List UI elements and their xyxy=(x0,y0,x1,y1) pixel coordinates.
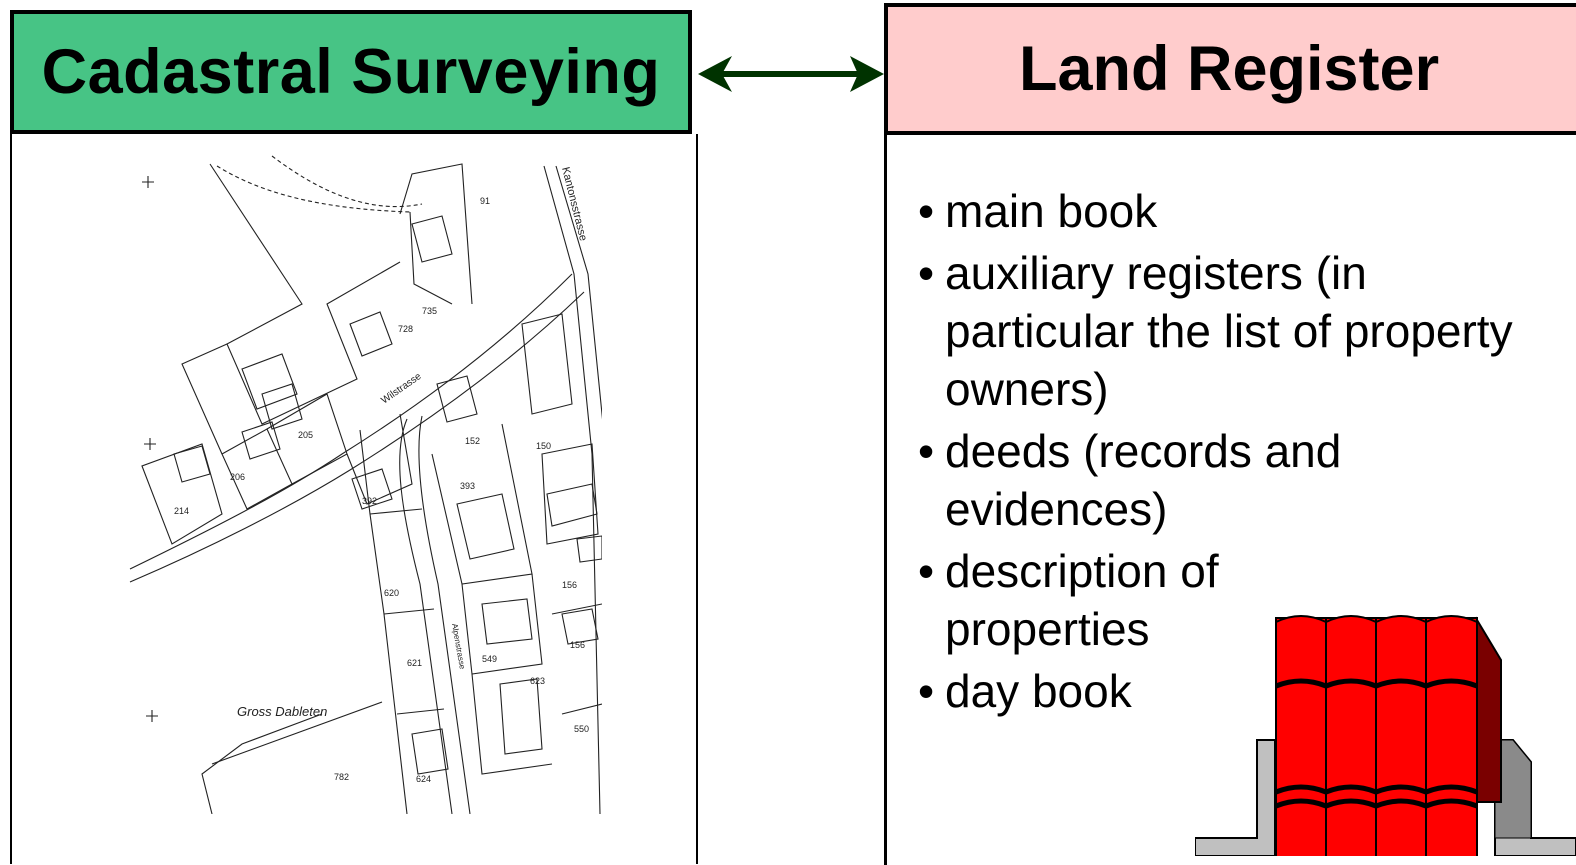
bullet-dot: • xyxy=(918,247,935,299)
list-item: • day book xyxy=(918,662,1245,720)
books-on-shelf-icon xyxy=(1195,615,1576,856)
svg-text:Kantonsstrasse: Kantonsstrasse xyxy=(559,166,589,242)
svg-text:550: 550 xyxy=(574,724,589,734)
list-item: • auxiliary registers (in particular the… xyxy=(918,244,1545,418)
list-item: • main book xyxy=(918,182,1195,240)
svg-text:393: 393 xyxy=(460,481,475,491)
cadastral-surveying-title: Cadastral Surveying xyxy=(41,37,661,107)
svg-text:624: 624 xyxy=(416,774,431,784)
svg-text:735: 735 xyxy=(422,306,437,316)
svg-text:Alpenstrasse: Alpenstrasse xyxy=(450,623,467,671)
svg-text:620: 620 xyxy=(384,588,399,598)
list-item: • deeds (records and evidences) xyxy=(918,422,1365,538)
svg-text:156: 156 xyxy=(570,640,585,650)
land-register-panel xyxy=(884,135,1576,865)
bullet-dot: • xyxy=(918,425,935,477)
cadastral-map-illustration: 91 735 728 205 206 214 392 393 152 150 6… xyxy=(129,155,602,814)
svg-text:150: 150 xyxy=(536,441,551,451)
svg-text:392: 392 xyxy=(362,496,377,506)
land-register-title: Land Register xyxy=(1019,34,1440,104)
bullet-dot: • xyxy=(918,185,935,237)
bullet-dot: • xyxy=(918,545,935,597)
bullet-dot: • xyxy=(918,665,935,717)
svg-text:205: 205 xyxy=(298,430,313,440)
svg-text:214: 214 xyxy=(174,506,189,516)
land-register-list: • main book • auxiliary registers (in pa… xyxy=(918,182,1558,724)
land-register-header: Land Register xyxy=(884,3,1576,135)
svg-text:156: 156 xyxy=(562,580,577,590)
svg-text:206: 206 xyxy=(230,472,245,482)
svg-text:621: 621 xyxy=(407,658,422,668)
svg-text:549: 549 xyxy=(482,654,497,664)
svg-text:Wilstrasse: Wilstrasse xyxy=(379,371,423,407)
svg-text:91: 91 xyxy=(480,196,490,206)
svg-text:728: 728 xyxy=(398,324,413,334)
svg-text:782: 782 xyxy=(334,772,349,782)
cadastral-surveying-header: Cadastral Surveying xyxy=(10,10,692,134)
svg-text:623: 623 xyxy=(530,676,545,686)
svg-text:Gross Dableten: Gross Dableten xyxy=(237,704,327,719)
svg-text:152: 152 xyxy=(465,436,480,446)
double-arrow-connector-icon xyxy=(698,56,884,92)
cadastral-map-panel: 91 735 728 205 206 214 392 393 152 150 6… xyxy=(10,134,698,864)
list-item: • description of properties xyxy=(918,542,1245,658)
